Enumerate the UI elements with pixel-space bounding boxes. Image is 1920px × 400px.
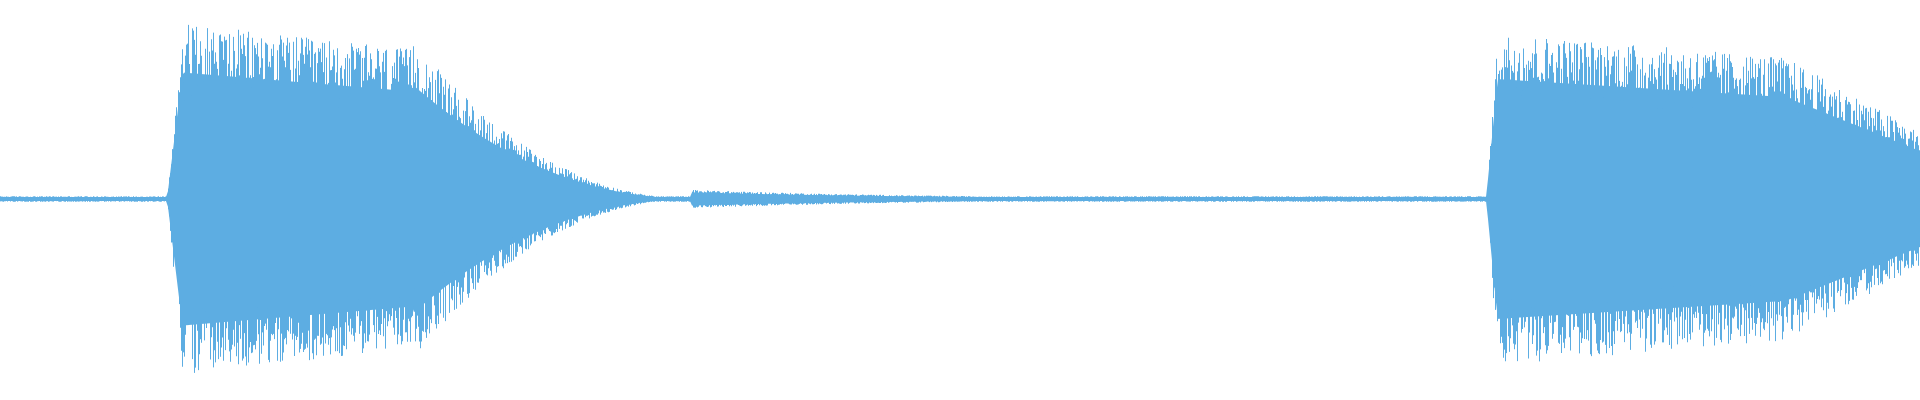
waveform-samples (0, 24, 1920, 373)
